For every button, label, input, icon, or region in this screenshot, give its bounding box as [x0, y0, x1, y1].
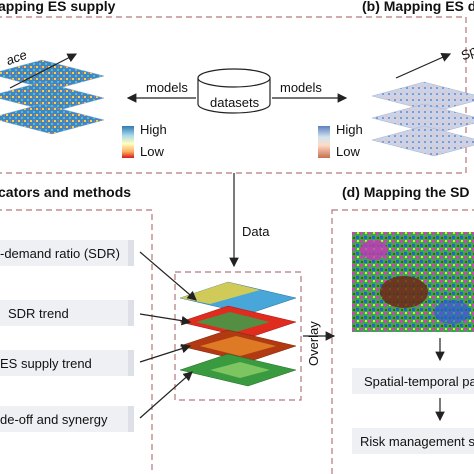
- panel-c-title: cators and methods: [0, 184, 132, 200]
- legend-bar-a: [122, 126, 134, 158]
- sdr-map: [352, 232, 474, 332]
- space-arrow-b: [395, 53, 452, 79]
- step-spatial-temporal-label: Spatial-temporal pa: [364, 373, 474, 389]
- panel-b-title: (b) Mapping ES de: [362, 0, 474, 14]
- models-label-right: models: [280, 80, 322, 95]
- step-risk-management-label: Risk management st: [360, 433, 474, 449]
- indicator-sdr-trend-label: SDR trend: [8, 305, 69, 321]
- arrow-supply-trend: [139, 343, 192, 363]
- legend-bar-b: [318, 126, 330, 158]
- data-label: Data: [242, 224, 270, 239]
- overlay-label: Overlay: [306, 321, 321, 366]
- panel-d-title: (d) Mapping the SD: [342, 184, 470, 200]
- models-label-left: models: [146, 80, 188, 95]
- indicator-sdr-label: -demand ratio (SDR): [0, 245, 120, 261]
- step-spatial-temporal: Spatial-temporal pa: [352, 368, 474, 394]
- indicator-supply-trend: ES supply trend: [0, 350, 134, 376]
- arrow-sdr: [139, 251, 197, 301]
- indicator-tradeoff-label: de-off and synergy: [0, 411, 108, 427]
- arrow-tradeoff: [139, 371, 193, 419]
- indicator-sdr-trend: SDR trend: [0, 300, 134, 326]
- step-risk-management: Risk management st: [352, 428, 474, 454]
- supply-map-stack: [0, 59, 105, 135]
- legend-low-a: Low: [140, 144, 164, 159]
- panel-c-frame: [0, 209, 153, 474]
- demand-map-stack: [371, 81, 474, 157]
- indicator-tradeoff: de-off and synergy: [0, 406, 134, 432]
- overlay-map-stack: [179, 281, 297, 387]
- panel-a-title: apping ES supply: [0, 0, 116, 14]
- arrow-sdr-trend: [139, 313, 192, 326]
- datasets-label: datasets: [210, 95, 260, 110]
- space-arrow-a: [9, 53, 78, 89]
- legend-high-b: High: [336, 122, 363, 137]
- legend-high-a: High: [140, 122, 167, 137]
- overlay-frame: [174, 271, 302, 401]
- indicator-supply-trend-label: ES supply trend: [0, 355, 92, 371]
- top-frame: [0, 16, 467, 174]
- indicator-sdr: -demand ratio (SDR): [0, 240, 134, 266]
- panel-d-frame: [331, 209, 474, 474]
- legend-low-b: Low: [336, 144, 360, 159]
- datasets-cylinder: [197, 68, 271, 114]
